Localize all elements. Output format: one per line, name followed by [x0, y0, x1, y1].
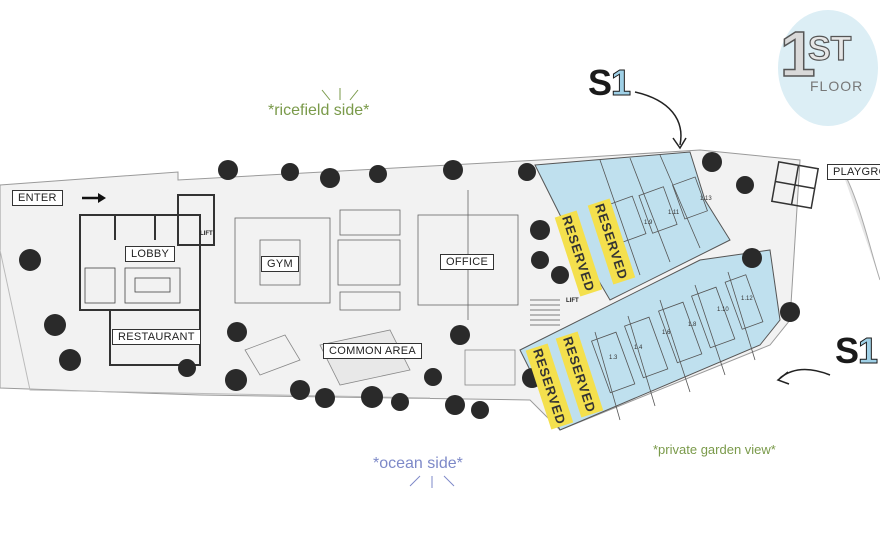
lift-left: LIFT — [200, 231, 213, 237]
s1-number: 1 — [858, 330, 879, 372]
s1-top-arrowhead — [672, 137, 687, 150]
unit-label: 1.3 — [609, 355, 618, 361]
unit-label: 1.8 — [688, 322, 697, 328]
central-garden — [337, 209, 401, 311]
room-lobby: LOBBY — [125, 246, 176, 262]
s1-letter: S — [835, 330, 859, 371]
s1-right-arrow — [779, 368, 831, 379]
s1-right-arrowhead — [776, 371, 790, 385]
unit-label: 1.10 — [717, 307, 729, 313]
unit-label: 1.4 — [634, 345, 643, 351]
floor-number: 1 — [779, 18, 816, 90]
unit-label: 1.6 — [662, 330, 671, 336]
stairs — [530, 299, 560, 326]
s1-top-arrow — [634, 91, 682, 146]
room-restaurant: RESTAURANT — [112, 329, 201, 345]
room-enter: ENTER — [12, 190, 63, 206]
ricefield-arrows — [321, 88, 359, 101]
section-s1-top-label: S1 — [588, 62, 632, 104]
section-s1-right-label: S1 — [835, 330, 879, 372]
lobby-furniture — [84, 267, 181, 304]
room-gym: GYM — [261, 256, 299, 272]
floor-word: FLOOR — [810, 78, 864, 94]
unit-label: 1.13 — [700, 196, 712, 202]
floor-badge — [778, 10, 878, 126]
trees — [19, 152, 800, 419]
floor-suffix: ST — [807, 30, 852, 68]
garden-view-label: *private garden view* — [653, 442, 776, 457]
ocean-side-label: *ocean side* — [373, 455, 463, 472]
unit-label: 1.9 — [644, 220, 653, 226]
s1-number: 1 — [611, 62, 632, 104]
playground — [770, 160, 820, 210]
lift-right: LIFT — [566, 298, 579, 304]
gym-area — [234, 217, 331, 304]
room-office: OFFICE — [440, 254, 495, 270]
lower-unit-lines — [591, 271, 764, 421]
ricefield-side-label: *ricefield side* — [268, 102, 370, 119]
ocean-arrows — [409, 475, 455, 488]
room-common-area: COMMON AREA — [323, 343, 423, 359]
unit-label: 1.11 — [668, 210, 680, 216]
playground-path — [839, 164, 880, 281]
s1-letter: S — [588, 62, 612, 103]
room-playground: PLAYGRO — [827, 164, 880, 180]
unit-label: 1.12 — [741, 296, 753, 302]
